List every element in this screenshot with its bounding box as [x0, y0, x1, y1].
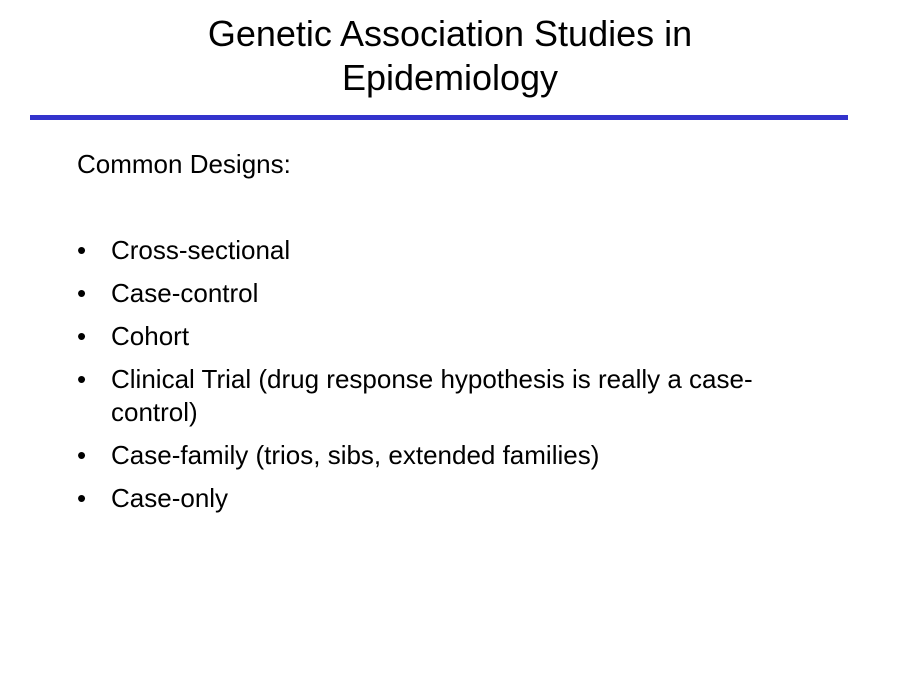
- list-item-text: Case-control: [111, 278, 259, 308]
- list-item-text: Cross-sectional: [111, 235, 291, 265]
- bullet-icon: •: [77, 235, 87, 265]
- section-heading: Common Designs:: [77, 149, 291, 179]
- bullet-icon: •: [77, 364, 87, 394]
- title-divider: [30, 115, 848, 120]
- bullet-icon: •: [77, 483, 87, 513]
- list-item: • Case-control: [77, 277, 837, 310]
- list-item: • Cohort: [77, 320, 837, 353]
- list-item: • Clinical Trial (drug response hypothes…: [77, 363, 837, 429]
- bullet-icon: •: [77, 440, 87, 470]
- slide-title: Genetic Association Studies in Epidemiol…: [0, 12, 900, 100]
- slide-title-line-1: Genetic Association Studies in: [207, 13, 693, 54]
- list-item-text: Clinical Trial (drug response hypothesis…: [111, 364, 753, 427]
- list-item-text: Cohort: [111, 321, 190, 351]
- list-item: • Case-family (trios, sibs, extended fam…: [77, 439, 837, 472]
- list-item-text: Case-family (trios, sibs, extended famil…: [111, 440, 600, 470]
- slide-title-line-2: Epidemiology: [341, 57, 559, 98]
- list-item-text: Case-only: [111, 483, 229, 513]
- bullet-icon: •: [77, 278, 87, 308]
- bullet-icon: •: [77, 321, 87, 351]
- list-item: • Case-only: [77, 482, 837, 515]
- list-item: • Cross-sectional: [77, 234, 837, 267]
- design-list: • Cross-sectional • Case-control • Cohor…: [77, 234, 837, 525]
